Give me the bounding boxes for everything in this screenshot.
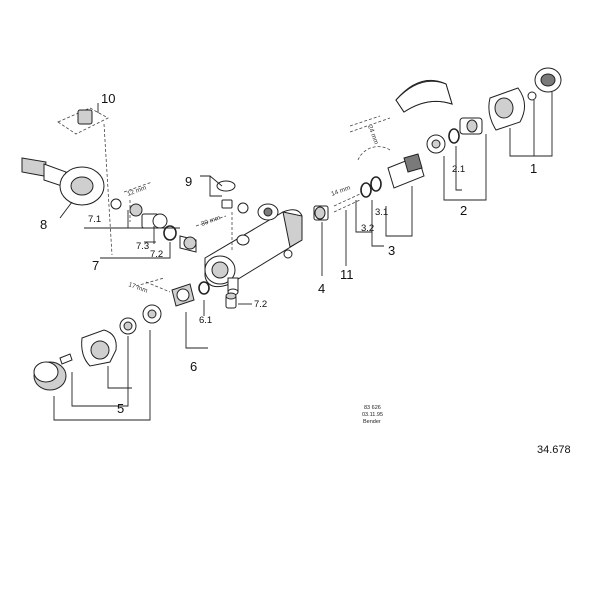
stamp-line-1: 83 626 [364,405,381,411]
callout-3-2: 3.2 [361,223,374,234]
callout-4: 4 [318,281,325,296]
part-8-wall-connector[interactable] [21,157,122,219]
stamp-line-2: 03.11.95 [362,412,383,418]
part-11-pin[interactable] [333,193,361,266]
part-5-handle-group[interactable] [33,304,162,421]
callout-7-2-left: 7.2 [150,249,163,260]
dimension-14mm: 14 mm [330,185,351,198]
callout-5: 5 [117,401,124,416]
callout-2: 2 [460,203,467,218]
callout-3: 3 [388,243,395,258]
thermostat-body[interactable] [204,203,303,296]
callout-7-2-right: 7.2 [254,299,267,310]
dimension-24mm: 24 mm [366,124,379,145]
callout-11: 11 [340,267,354,282]
part-6-valve-group[interactable] [145,281,252,349]
part-3-cartridge-group[interactable] [355,146,425,247]
callout-8: 8 [40,217,47,232]
callout-10: 10 [101,91,115,106]
document-number: 34.678 [537,444,571,456]
callout-9: 9 [185,174,192,189]
part-9-cap[interactable] [200,175,249,252]
stamp-line-3: Bender [363,419,381,425]
dimension-30mm: 30 mm [200,215,221,228]
part-7-check-valve-group[interactable] [84,200,197,259]
callout-6: 6 [190,359,197,374]
part-10-escutcheon[interactable] [57,103,113,256]
callout-7: 7 [92,258,99,273]
callout-2-1: 2.1 [452,164,465,175]
callout-1: 1 [530,161,537,176]
dimension-12mm: 12 mm [126,185,147,198]
callout-7-1: 7.1 [88,214,101,225]
callout-6-1: 6.1 [199,315,212,326]
part-2-temperature-knob-group[interactable] [395,80,487,201]
callout-3-1: 3.1 [375,207,388,218]
part-1-handle-cap-group[interactable] [488,67,562,157]
dimension-markers [123,115,391,287]
dimension-17mm: 17 mm [127,281,148,294]
part-4-nut[interactable] [313,205,329,276]
callout-7-3: 7.3 [136,241,149,252]
